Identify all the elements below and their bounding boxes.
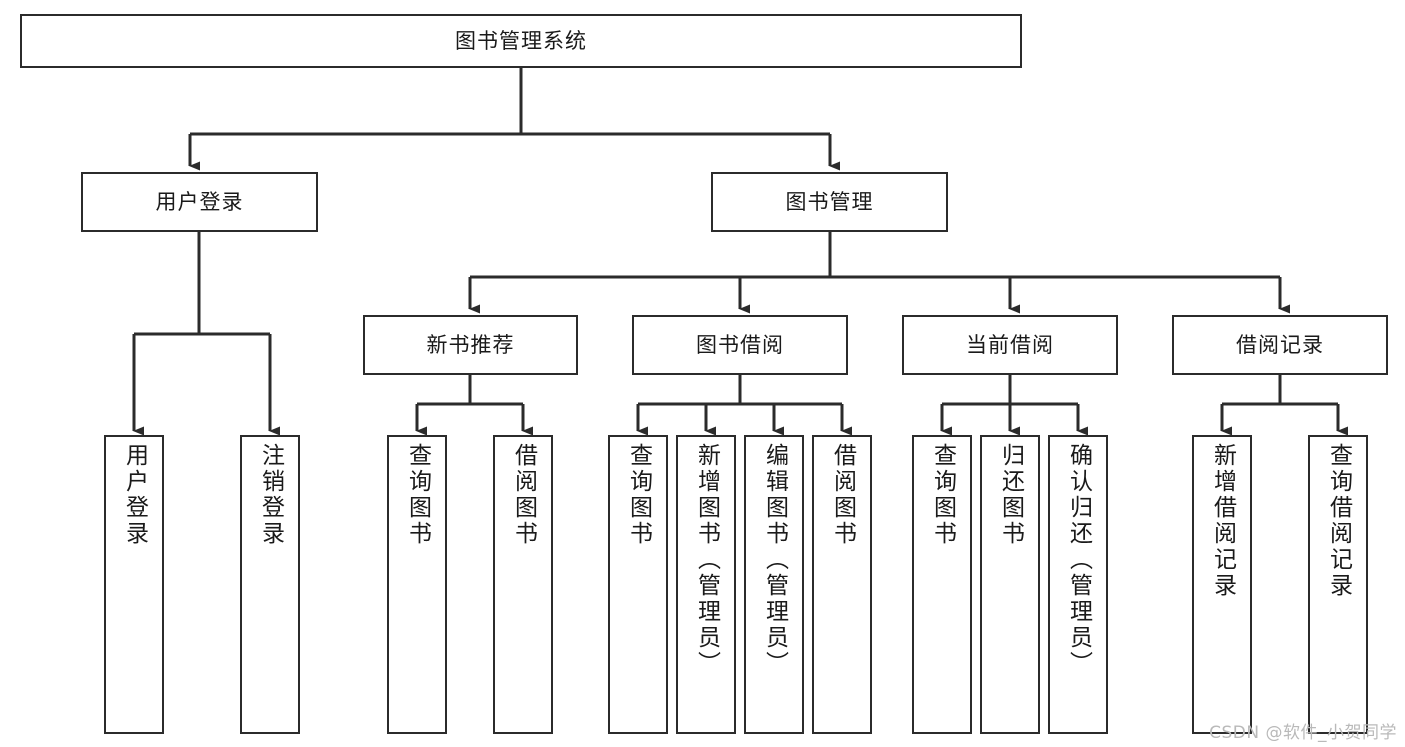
node-new-book-rec[interactable]: 新书推荐 [363,315,578,375]
node-book-manage-label: 图书管理 [785,189,874,214]
node-leaf-borrow-book-2[interactable]: 借阅图书 [812,435,872,734]
node-book-borrow[interactable]: 图书借阅 [632,315,848,375]
node-leaf-borrow-book-2-label: 借阅图书 [829,443,856,547]
node-user-login[interactable]: 用户登录 [81,172,318,232]
node-leaf-return-book[interactable]: 归还图书 [980,435,1040,734]
node-book-manage[interactable]: 图书管理 [711,172,948,232]
node-leaf-query-record-label: 查询借阅记录 [1325,443,1352,599]
node-leaf-confirm-return-label: 确认归还（管理员） [1065,443,1092,677]
node-leaf-add-record[interactable]: 新增借阅记录 [1192,435,1252,734]
node-leaf-edit-book[interactable]: 编辑图书（管理员） [744,435,804,734]
node-new-book-rec-label: 新书推荐 [426,332,515,357]
node-leaf-query-book-3-label: 查询图书 [929,443,956,547]
node-borrow-record[interactable]: 借阅记录 [1172,315,1388,375]
node-leaf-add-record-label: 新增借阅记录 [1209,443,1236,599]
node-leaf-borrow-book-1-label: 借阅图书 [510,443,537,547]
node-leaf-query-book-3[interactable]: 查询图书 [912,435,972,734]
node-leaf-confirm-return[interactable]: 确认归还（管理员） [1048,435,1108,734]
node-leaf-logout[interactable]: 注销登录 [240,435,300,734]
node-leaf-edit-book-label: 编辑图书（管理员） [761,443,788,677]
node-leaf-query-book-2-label: 查询图书 [625,443,652,547]
node-leaf-add-book[interactable]: 新增图书（管理员） [676,435,736,734]
node-leaf-user-login-label: 用户登录 [121,443,148,547]
node-user-login-label: 用户登录 [155,189,244,214]
node-leaf-add-book-label: 新增图书（管理员） [693,443,720,677]
node-book-borrow-label: 图书借阅 [696,332,784,357]
node-leaf-logout-label: 注销登录 [257,443,284,547]
node-leaf-query-book-1[interactable]: 查询图书 [387,435,447,734]
node-leaf-borrow-book-1[interactable]: 借阅图书 [493,435,553,734]
node-root[interactable]: 图书管理系统 [20,14,1022,68]
node-current-borrow-label: 当前借阅 [966,332,1054,357]
node-leaf-return-book-label: 归还图书 [997,443,1024,547]
node-current-borrow[interactable]: 当前借阅 [902,315,1118,375]
node-leaf-query-book-1-label: 查询图书 [404,443,431,547]
node-borrow-record-label: 借阅记录 [1236,332,1324,357]
node-leaf-user-login[interactable]: 用户登录 [104,435,164,734]
node-leaf-query-record[interactable]: 查询借阅记录 [1308,435,1368,734]
node-leaf-query-book-2[interactable]: 查询图书 [608,435,668,734]
node-root-label: 图书管理系统 [455,28,587,53]
